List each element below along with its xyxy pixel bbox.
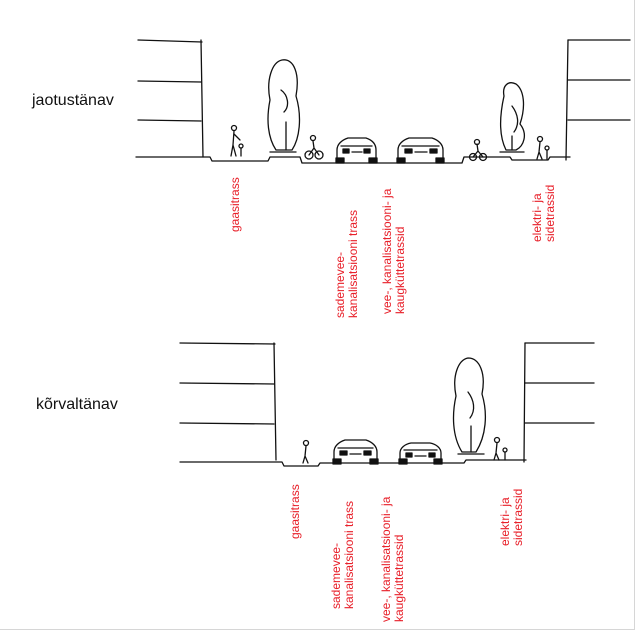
car-front-view-2	[398, 442, 443, 465]
building-right	[523, 342, 595, 463]
section-title-side-street: kõrvaltänav	[36, 396, 118, 413]
label-line: kanalisatsiooni trass	[342, 500, 356, 609]
utility-label-gas: gaasitrass	[228, 177, 242, 232]
label-line: kanalisatsiooni trass	[346, 209, 360, 318]
utility-label-electric-telecom: elektri- ja sidetrassid	[530, 184, 557, 242]
building-left	[137, 39, 204, 158]
building-left	[179, 342, 277, 461]
pedestrian-left	[302, 439, 310, 464]
label-line: sidetrassid	[511, 488, 525, 546]
label-line: gaasitrass	[288, 484, 302, 539]
utility-label-water-sewer-heating: vee-, kanalisatsiooni- ja kaugküttetrass…	[379, 497, 406, 622]
utility-label-gas: gaasitrass	[288, 484, 302, 539]
utility-label-stormwater: sademevee- kanalisatsiooni trass	[329, 500, 356, 609]
tree-right	[499, 82, 526, 153]
building-right	[565, 39, 631, 161]
utility-label-stormwater: sademevee- kanalisatsiooni trass	[333, 209, 360, 318]
label-line: kaugküttetrassid	[393, 226, 407, 314]
car-front-view-1	[332, 439, 379, 465]
section-title-main-street: jaotustänav	[32, 92, 114, 109]
car-front-view-2	[396, 137, 445, 164]
pedestrian-left	[230, 124, 244, 157]
label-line: gaasitrass	[228, 177, 242, 232]
cyclist-right	[468, 138, 488, 162]
cyclist-left	[304, 134, 324, 160]
pedestrians-right	[536, 135, 550, 160]
street-ground-profile	[135, 156, 571, 164]
utility-label-water-sewer-heating: vee-, kanalisatsiooni- ja kaugküttetrass…	[380, 189, 407, 314]
pedestrians-right	[493, 436, 508, 461]
utility-label-electric-telecom: elektri- ja sidetrassid	[498, 488, 525, 546]
tree-left	[267, 59, 301, 153]
street-ground-profile	[179, 459, 527, 467]
car-front-view-1	[335, 137, 378, 164]
label-line: sidetrassid	[543, 184, 557, 242]
label-line: kaugküttetrassid	[392, 534, 406, 622]
tree-right	[452, 357, 487, 455]
